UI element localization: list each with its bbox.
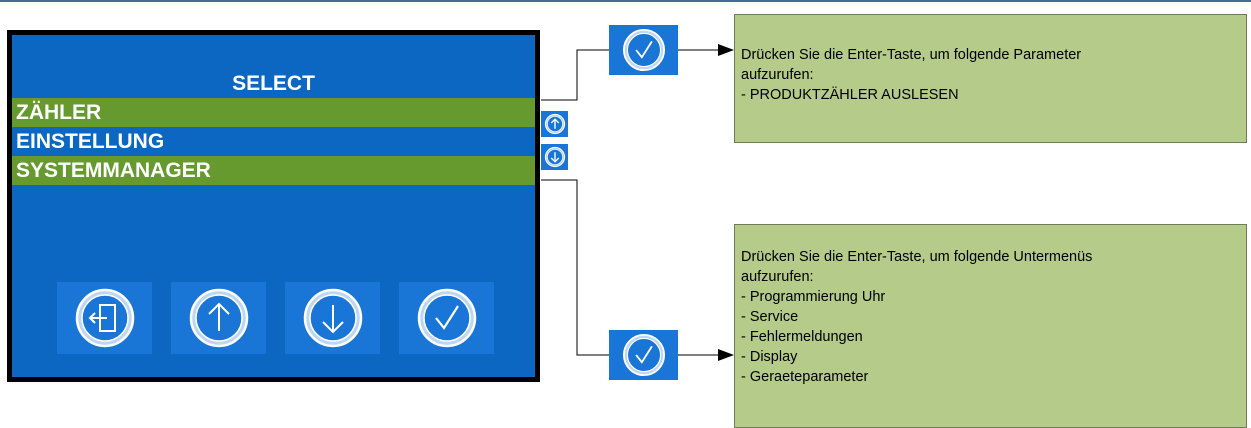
info-bottom-line: - Service bbox=[741, 309, 799, 325]
screen-title: SELECT bbox=[232, 72, 315, 95]
enter-key-top[interactable] bbox=[609, 25, 678, 75]
screen-display: SELECT ZÄHLER EINSTELLUNG SYSTEMMANAGER bbox=[12, 35, 535, 377]
info-bottom-line: - Fehlermeldungen bbox=[741, 329, 863, 345]
device-screen: SELECT ZÄHLER EINSTELLUNG SYSTEMMANAGER bbox=[7, 30, 540, 382]
arrow-up-icon bbox=[189, 288, 248, 348]
info-bottom-line: Drücken Sie die Enter-Taste, um folgende… bbox=[741, 249, 1093, 265]
enter-button[interactable] bbox=[399, 282, 494, 354]
info-bottom-line: - Geraeteparameter bbox=[741, 369, 869, 385]
down-button[interactable] bbox=[285, 282, 380, 354]
exit-icon bbox=[75, 288, 134, 348]
arrow-down-icon bbox=[303, 288, 362, 348]
info-bottom-line: - Programmierung Uhr bbox=[741, 289, 886, 305]
check-icon bbox=[622, 28, 665, 72]
exit-button[interactable] bbox=[57, 282, 152, 354]
menu-item-einstellung[interactable]: EINSTELLUNG bbox=[16, 130, 165, 153]
info-bottom-line: aufzurufen: bbox=[741, 269, 814, 285]
info-box-bottom: Drücken Sie die Enter-Taste, um folgende… bbox=[734, 224, 1247, 428]
up-button[interactable] bbox=[171, 282, 266, 354]
menu-item-systemmanager[interactable]: SYSTEMMANAGER bbox=[12, 156, 535, 185]
top-rule bbox=[0, 0, 1251, 2]
arrow-down-icon bbox=[544, 146, 565, 168]
info-top-line: Drücken Sie die Enter-Taste, um folgende… bbox=[741, 47, 1082, 63]
enter-key-bottom[interactable] bbox=[609, 330, 678, 380]
arrow-up-icon bbox=[544, 113, 565, 135]
info-bottom-line: - Display bbox=[741, 349, 798, 365]
arrow-head-top bbox=[718, 44, 734, 56]
check-icon bbox=[622, 333, 665, 377]
arrow-head-bottom bbox=[718, 349, 734, 361]
check-icon bbox=[417, 288, 476, 348]
info-top-line: - PRODUKTZÄHLER AUSLESEN bbox=[741, 87, 959, 103]
side-up-key[interactable] bbox=[541, 111, 568, 137]
info-top-line: aufzurufen: bbox=[741, 67, 814, 83]
menu-item-zaehler[interactable]: ZÄHLER bbox=[12, 98, 535, 127]
info-box-top: Drücken Sie die Enter-Taste, um folgende… bbox=[734, 14, 1247, 143]
side-down-key[interactable] bbox=[541, 144, 568, 170]
